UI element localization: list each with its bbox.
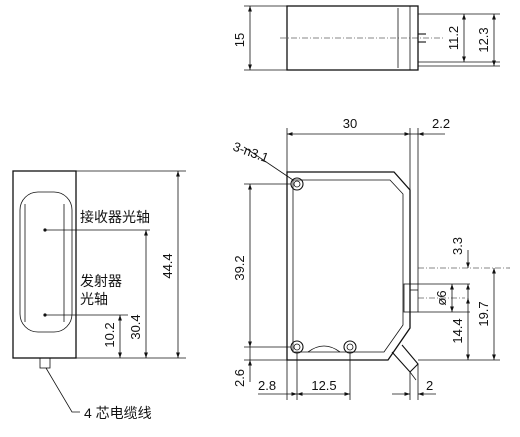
emitter-axis-label-2: 光轴 xyxy=(80,291,108,307)
cable-stub xyxy=(39,357,51,369)
dim-side-height: 44.4 xyxy=(160,253,175,278)
dim-bottom-margin: 2.6 xyxy=(232,369,247,387)
dim-top-height: 15 xyxy=(232,33,247,47)
front-cable-end xyxy=(409,371,417,381)
emitter-axis-label-1: 发射器 xyxy=(80,273,122,289)
side-view: 44.4 30.4 10.2 接收器光轴 发射器 光轴 4 芯电缆线 xyxy=(12,170,186,421)
dim-diameter: ø6 xyxy=(434,290,449,305)
dim-emitter-axis: 30.4 xyxy=(128,314,143,339)
cable-label: 4 芯电缆线 xyxy=(84,405,152,421)
dim-holes: 3-n3.1 xyxy=(231,139,271,166)
dim-width: 30 xyxy=(343,116,357,131)
dim-hole-pitch-v: 39.2 xyxy=(232,255,247,280)
bottom-notch xyxy=(307,345,341,353)
dim-axis-height: 14.4 xyxy=(450,318,465,343)
dim-hole-pitch-h: 12.5 xyxy=(311,378,336,393)
dim-right-offset: 2.2 xyxy=(432,116,450,131)
dim-top-gap: 3.3 xyxy=(450,237,465,255)
dim-left-margin: 2.8 xyxy=(258,378,276,393)
dim-bottom-right: 2 xyxy=(426,378,433,393)
side-view-body xyxy=(12,170,77,359)
mounting-hole-bottom-left-inner xyxy=(293,343,301,351)
receiver-axis-label: 接收器光轴 xyxy=(80,209,150,225)
hole-callout-leader xyxy=(243,146,294,181)
mounting-hole-top-inner xyxy=(293,180,301,188)
dim-top-inner-b: 12.3 xyxy=(476,27,491,52)
dim-total-right: 19.7 xyxy=(476,301,491,326)
top-view: 15 11.2 12.3 xyxy=(232,5,500,71)
top-view-body xyxy=(286,5,419,71)
front-cable xyxy=(391,344,419,373)
dim-top-inner-a: 11.2 xyxy=(446,26,461,50)
cable-leader xyxy=(45,367,80,413)
front-view-body xyxy=(286,171,411,361)
mounting-hole-bottom-right-inner xyxy=(346,343,354,351)
front-view: 3-n3.1 30 2.2 39.2 2.6 2.8 12.5 2 3.3 ø6… xyxy=(231,116,510,400)
lens-window xyxy=(19,191,73,333)
dim-bottom-offset: 10.2 xyxy=(102,322,117,347)
